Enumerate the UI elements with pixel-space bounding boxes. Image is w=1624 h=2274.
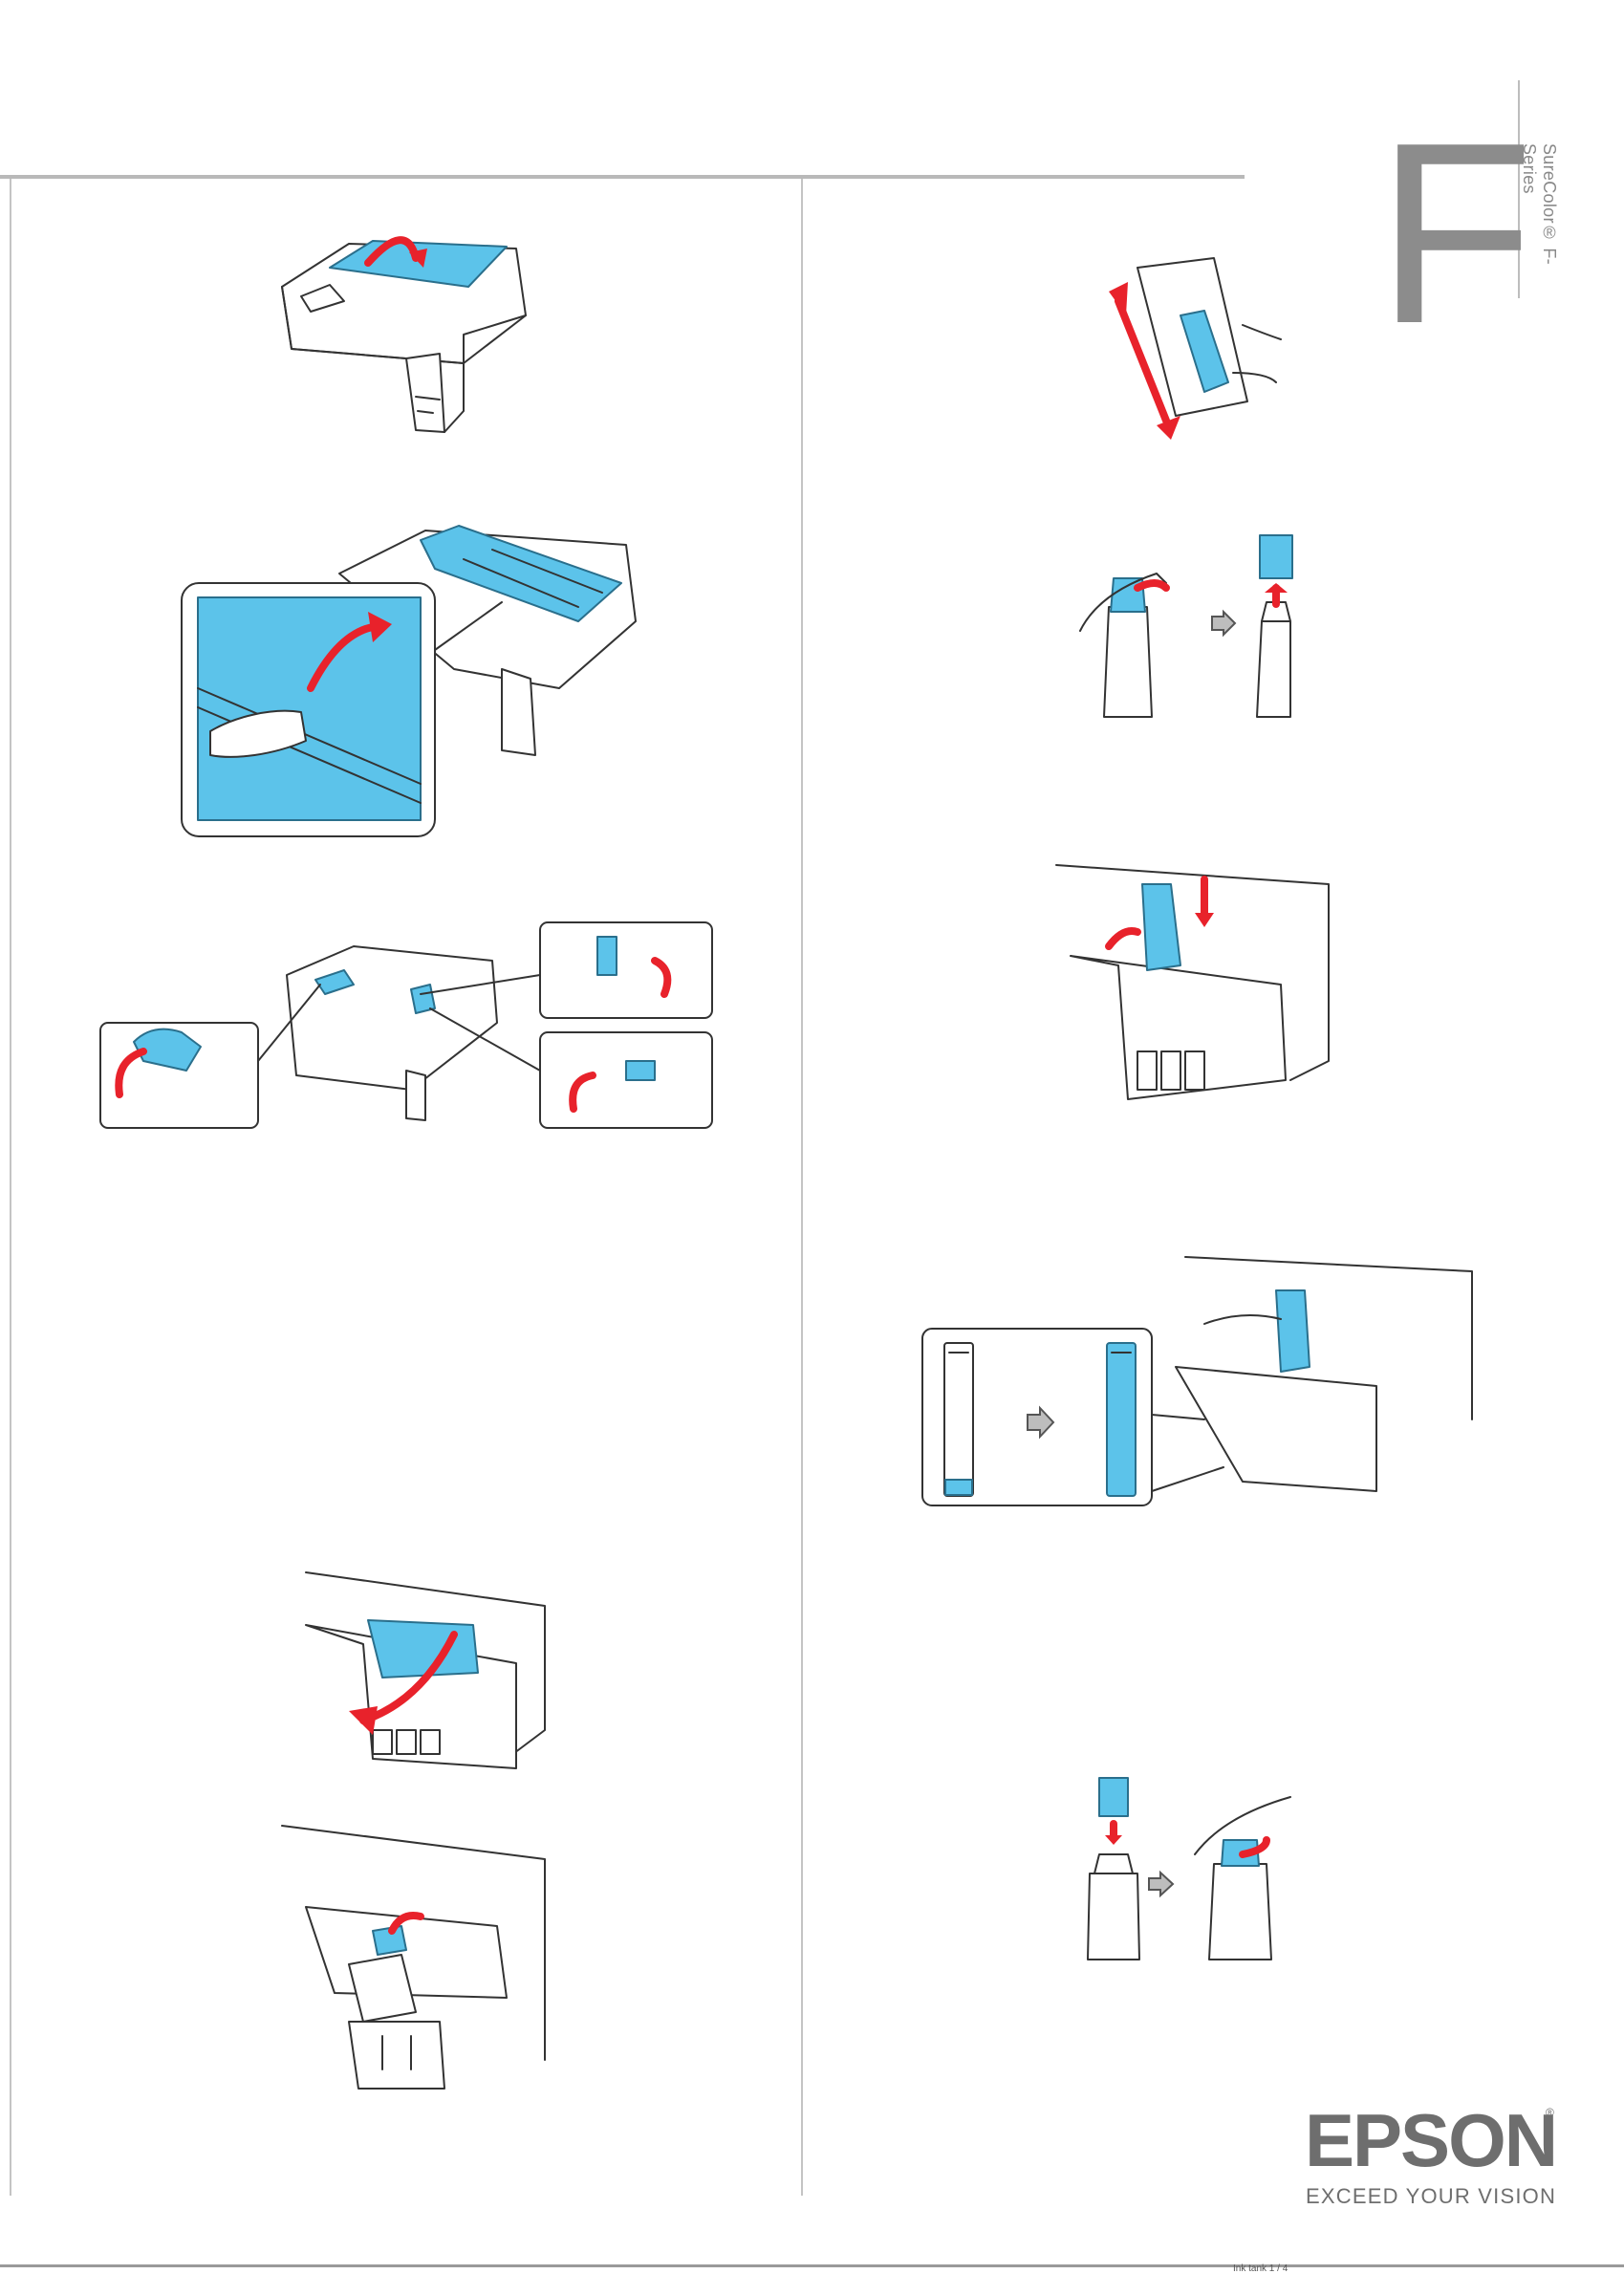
brand-logo: EPSON: [1305, 2103, 1556, 2177]
brand-tagline: EXCEED YOUR VISION: [1306, 2184, 1556, 2209]
transport-lock-illustration: [96, 918, 717, 1137]
bottom-rule: [0, 2264, 1624, 2267]
series-label: SureColor® F-Series: [1527, 143, 1559, 306]
inner-cover-lift-illustration: [177, 516, 636, 846]
shake-bottle-illustration: [1099, 249, 1290, 440]
registered-mark: ®: [1546, 2106, 1554, 2119]
bottle-insert-illustration: [1051, 860, 1338, 1118]
column-divider: [801, 179, 803, 2196]
tank-cap-open-illustration: [277, 1821, 554, 2089]
printer-cover-open-illustration: [272, 229, 559, 440]
footer-text: Ink tank 1 / 4: [1233, 2263, 1288, 2274]
bottle-recap-illustration: [1080, 1768, 1310, 1969]
ink-level-illustration: [918, 1252, 1482, 1510]
section-letter: F: [1376, 105, 1534, 363]
ink-cover-open-illustration: [268, 1568, 554, 1778]
bottle-cap-remove-illustration: [1071, 535, 1319, 726]
top-rule: [0, 175, 1245, 179]
left-column-rule: [10, 179, 11, 2196]
